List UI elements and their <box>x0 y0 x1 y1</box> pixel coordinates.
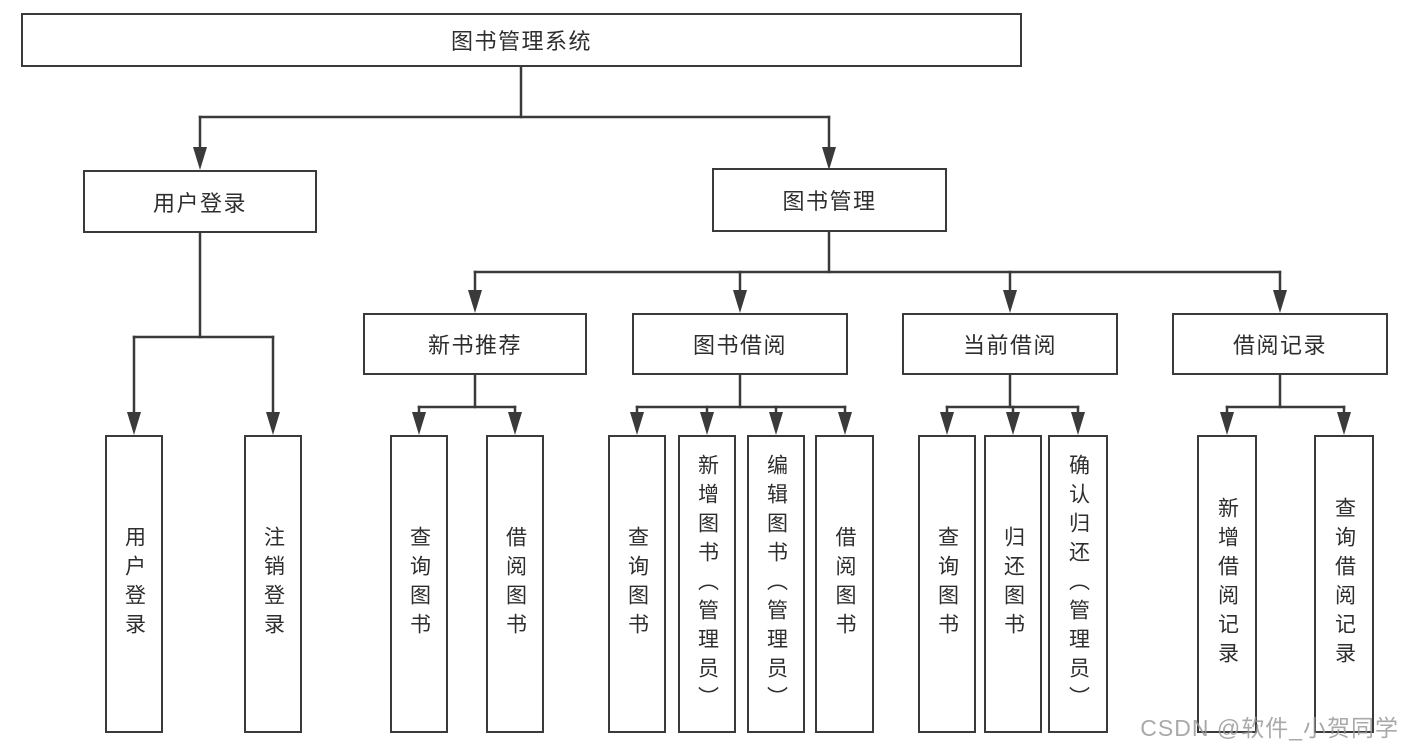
node-user-login-leaf-label: 用户登录 <box>122 526 146 642</box>
node-cb-confirm-return-admin-label: 确认归还（管理员） <box>1066 453 1090 715</box>
arrowhead <box>769 412 783 435</box>
node-current-borrowing-label: 当前借阅 <box>962 333 1057 358</box>
node-bb-add-books-admin: 新增图书（管理员） <box>678 435 736 733</box>
node-bb-query-books-label: 查询图书 <box>625 526 649 642</box>
node-cb-confirm-return-admin: 确认归还（管理员） <box>1048 435 1108 733</box>
node-current-borrowing: 当前借阅 <box>902 313 1118 375</box>
node-new-book-recommend-label: 新书推荐 <box>427 333 522 358</box>
arrowhead <box>822 147 836 170</box>
node-book-borrowing: 图书借阅 <box>632 313 848 375</box>
node-bb-borrow-books-label: 借阅图书 <box>833 526 856 642</box>
node-logout: 注销登录 <box>244 435 302 733</box>
node-new-book-recommend: 新书推荐 <box>363 313 587 375</box>
node-library-system: 图书管理系统 <box>21 13 1022 67</box>
node-logout-label: 注销登录 <box>261 526 285 642</box>
node-bb-borrow-books: 借阅图书 <box>815 435 874 733</box>
node-user-login-label: 用户登录 <box>152 190 247 216</box>
arrowhead <box>940 412 954 435</box>
arrowhead <box>127 412 141 435</box>
arrowhead <box>1337 412 1351 435</box>
node-bb-edit-books-admin-label: 编辑图书（管理员） <box>764 453 788 715</box>
node-br-add-record-label: 新增借阅记录 <box>1215 497 1239 671</box>
arrowhead <box>1003 290 1017 313</box>
node-nb-borrow-books-label: 借阅图书 <box>503 526 527 642</box>
node-library-system-label: 图书管理系统 <box>450 29 592 54</box>
node-user-login-leaf: 用户登录 <box>105 435 163 733</box>
arrowhead <box>700 412 714 435</box>
watermark: CSDN @软件_小贺同学 <box>1140 715 1399 741</box>
node-borrowing-records-label: 借阅记录 <box>1232 333 1327 358</box>
arrowhead <box>733 290 747 313</box>
node-cb-return-books: 归还图书 <box>984 435 1042 733</box>
node-bb-add-books-admin-label: 新增图书（管理员） <box>695 453 719 715</box>
node-br-add-record: 新增借阅记录 <box>1197 435 1257 733</box>
arrowhead <box>1006 412 1020 435</box>
arrowhead <box>193 147 207 170</box>
node-book-management-label: 图书管理 <box>782 189 877 214</box>
node-bb-edit-books-admin: 编辑图书（管理员） <box>747 435 805 733</box>
arrowhead <box>468 290 482 313</box>
node-book-borrowing-label: 图书借阅 <box>692 333 787 358</box>
arrowhead <box>508 412 522 435</box>
node-nb-borrow-books: 借阅图书 <box>486 435 544 733</box>
arrowhead <box>1273 290 1287 313</box>
arrowhead <box>412 412 426 435</box>
node-user-login: 用户登录 <box>83 170 317 233</box>
arrowhead <box>630 412 644 435</box>
node-nb-query-books: 查询图书 <box>390 435 448 733</box>
node-nb-query-books-label: 查询图书 <box>407 526 431 642</box>
node-book-management: 图书管理 <box>712 168 947 232</box>
node-bb-query-books: 查询图书 <box>608 435 666 733</box>
arrowhead <box>1071 412 1085 435</box>
node-cb-query-books-label: 查询图书 <box>935 526 959 642</box>
arrowhead <box>838 412 852 435</box>
node-borrowing-records: 借阅记录 <box>1172 313 1388 375</box>
node-br-query-record: 查询借阅记录 <box>1314 435 1374 733</box>
arrowhead <box>266 412 280 435</box>
arrowhead <box>1220 412 1234 435</box>
node-cb-return-books-label: 归还图书 <box>1001 526 1025 642</box>
node-cb-query-books: 查询图书 <box>918 435 976 733</box>
node-br-query-record-label: 查询借阅记录 <box>1332 497 1356 671</box>
